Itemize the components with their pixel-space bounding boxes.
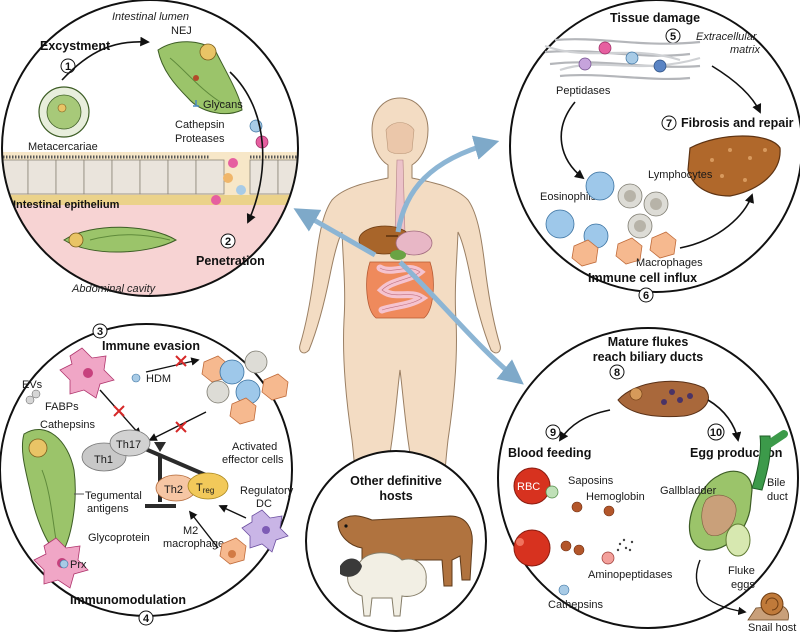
rbc-bottom-icon xyxy=(513,529,551,567)
label-glycoprotein: Glycoprotein xyxy=(88,532,150,544)
label-gallbladder: Gallbladder xyxy=(660,485,717,497)
label-hemoglobin: Hemoglobin xyxy=(586,491,645,503)
step-number-10: 10 xyxy=(710,427,722,439)
nej-fluke-icon xyxy=(157,41,243,114)
mature-fluke-icon xyxy=(617,380,709,418)
label-eggs-line2: eggs xyxy=(731,579,755,591)
regulatory-dc-icon xyxy=(241,509,289,553)
peptidase-icons xyxy=(578,41,667,73)
label-glycans: Glycans xyxy=(203,99,243,111)
step-number-6: 6 xyxy=(643,290,649,302)
m2-macrophage-icon xyxy=(219,537,247,565)
label-th2: Th2 xyxy=(164,484,183,496)
snail-icon xyxy=(747,592,789,621)
inhibition-cross-top xyxy=(175,355,187,367)
label-biliary-line1: Mature flukes xyxy=(608,335,689,349)
label-activated-line2: effector cells xyxy=(222,454,284,466)
epithelium-cells xyxy=(2,159,298,195)
label-snail-host: Snail host xyxy=(748,622,796,633)
label-immune-evasion: Immune evasion xyxy=(102,339,200,353)
inhibition-cross-right xyxy=(175,421,187,433)
step-number-8: 8 xyxy=(614,367,620,379)
label-abdominal-cavity: Abdominal cavity xyxy=(71,283,157,295)
label-lymphocytes: Lymphocytes xyxy=(648,169,713,181)
step-number-9: 9 xyxy=(550,427,556,439)
step-number-4: 4 xyxy=(143,613,150,625)
label-aminopeptidases: Aminopeptidases xyxy=(588,569,673,581)
label-eosinophils: Eosinophils xyxy=(540,191,597,203)
immune-cell-cluster xyxy=(545,171,677,267)
label-prx: Prx xyxy=(70,559,87,571)
label-immune-cell-influx: Immune cell influx xyxy=(588,271,697,285)
activated-effector-cells xyxy=(201,350,289,425)
human-body-figure xyxy=(299,97,501,561)
label-tissue-damage: Tissue damage xyxy=(610,11,700,25)
label-excystment: Excystment xyxy=(40,39,111,53)
damaged-liver-icon xyxy=(687,135,781,197)
label-immunomodulation: Immunomodulation xyxy=(70,593,186,607)
fluke-adult-left xyxy=(21,428,76,557)
label-tegumental-line2: antigens xyxy=(87,503,129,515)
label-fabps: FABPs xyxy=(45,401,79,413)
digestion-particles xyxy=(616,538,634,552)
label-nej: NEJ xyxy=(171,25,192,37)
label-saposins: Saposins xyxy=(568,475,614,487)
label-intestinal-epithelium: Intestinal epithelium xyxy=(13,199,120,211)
label-ecm-line1: Extracellular xyxy=(696,31,758,43)
label-penetration: Penetration xyxy=(196,254,265,268)
hemoglobin-icons xyxy=(560,501,615,556)
label-hosts-line1: Other definitive xyxy=(350,474,442,488)
label-macrophages: Macrophages xyxy=(636,257,703,269)
label-regulatory-line2: DC xyxy=(256,498,272,510)
label-proteases: Proteases xyxy=(175,133,225,145)
label-tegumental-line1: Tegumental xyxy=(85,490,142,502)
cow-icon xyxy=(337,515,473,587)
label-metacercariae: Metacercariae xyxy=(28,141,98,153)
label-m2-line2: macrophage xyxy=(163,538,224,550)
label-fibrosis-repair: Fibrosis and repair xyxy=(681,116,794,130)
label-activated-line1: Activated xyxy=(232,441,277,453)
inhibition-cross-left xyxy=(113,405,125,417)
step-number-5: 5 xyxy=(670,31,676,43)
label-bile-line2: duct xyxy=(767,491,788,503)
label-treg: Treg xyxy=(196,482,214,495)
label-bile-line1: Bile xyxy=(767,477,785,489)
label-peptidases: Peptidases xyxy=(556,85,611,97)
label-regulatory-line1: Regulatory xyxy=(240,485,294,497)
step-number-1: 1 xyxy=(65,61,71,73)
label-hosts-line2: hosts xyxy=(379,489,412,503)
label-th1: Th1 xyxy=(94,454,113,466)
fluke-egg-icon xyxy=(725,523,751,557)
human-intestines xyxy=(366,261,434,319)
extracellular-matrix-fibers xyxy=(544,38,701,81)
label-ecm-line2: matrix xyxy=(730,44,760,56)
metacercaria-icon xyxy=(38,86,90,138)
step-number-3: 3 xyxy=(97,326,103,338)
label-eggs-line1: Fluke xyxy=(728,565,755,577)
label-evs: EVs xyxy=(22,379,43,391)
label-intestinal-lumen: Intestinal lumen xyxy=(112,11,189,23)
panel-intestine: Intestinal lumen Excystment 1 NEJ Metace… xyxy=(1,0,299,297)
sheep-icon xyxy=(340,552,427,617)
label-biliary-line2: reach biliary ducts xyxy=(593,350,704,364)
panel-tissue-damage: Tissue damage 5 Extracellular matrix Pep… xyxy=(509,0,800,303)
step-number-2: 2 xyxy=(225,236,231,248)
migrating-fluke-icon xyxy=(63,226,178,253)
label-cathepsin: Cathepsin xyxy=(175,119,225,131)
connector-arrows xyxy=(293,135,524,385)
bile-duct-icon xyxy=(751,430,788,491)
label-blood-feeding: Blood feeding xyxy=(508,446,591,460)
dendritic-cell-top xyxy=(59,347,115,399)
label-m2-line1: M2 xyxy=(183,525,198,537)
panel-other-hosts: Other definitive hosts xyxy=(305,450,487,632)
label-hdm: HDM xyxy=(146,373,171,385)
panel-biliary: Mature flukes reach biliary ducts 8 9 Bl… xyxy=(497,327,799,633)
label-rbc: RBC xyxy=(517,481,540,493)
label-cathepsins: Cathepsins xyxy=(40,419,96,431)
label-th17: Th17 xyxy=(116,439,141,451)
step-number-7: 7 xyxy=(666,118,672,130)
label-cathepsins-bottom: Cathepsins xyxy=(548,599,604,611)
panel-immune: 3 Immune evasion HDM EVs FABPs Cathepsin… xyxy=(0,323,294,626)
